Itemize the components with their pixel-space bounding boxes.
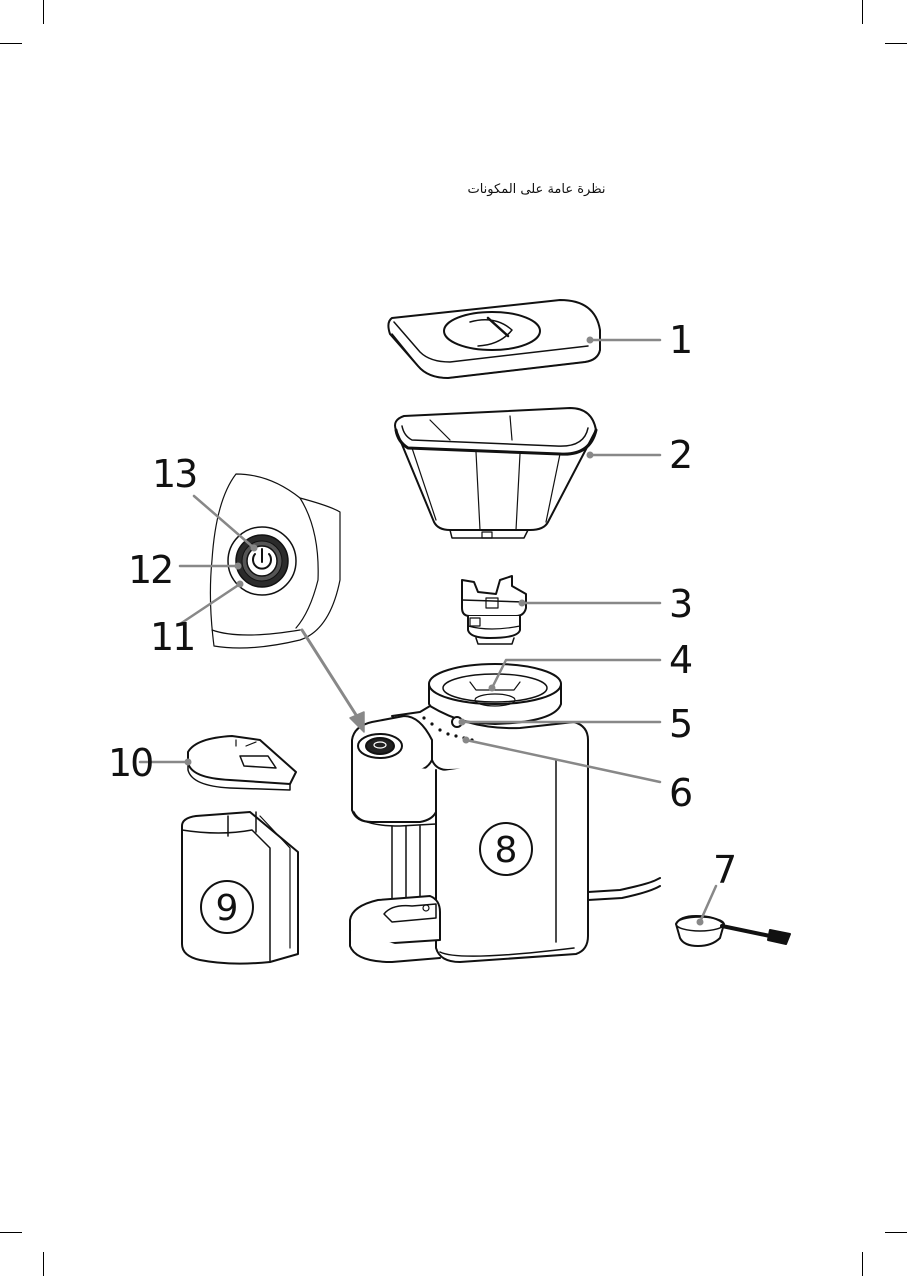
svg-text:9: 9: [216, 888, 239, 929]
bean-hopper-icon: [395, 408, 596, 538]
svg-text:8: 8: [495, 830, 518, 871]
label-6: 6: [669, 771, 691, 815]
label-5: 5: [669, 702, 691, 746]
motor-housing-icon: 8: [350, 664, 660, 962]
zoom-arrow: [302, 630, 364, 732]
lid-icon: [388, 300, 600, 378]
ground-coffee-container-icon: 9: [182, 812, 298, 964]
label-7: 7: [713, 848, 735, 892]
control-panel-zoom-icon: [210, 474, 340, 648]
label-12: 12: [128, 548, 172, 592]
label-10: 10: [108, 741, 152, 785]
container-lid-icon: [188, 736, 296, 790]
label-1: 1: [669, 318, 691, 362]
label-4: 4: [669, 638, 692, 682]
label-11: 11: [150, 615, 194, 659]
label-3: 3: [669, 582, 691, 626]
label-2: 2: [669, 433, 691, 477]
label-13: 13: [152, 452, 196, 496]
upper-burr-icon: [462, 576, 526, 644]
measuring-spoon-brush-icon: [676, 916, 790, 946]
